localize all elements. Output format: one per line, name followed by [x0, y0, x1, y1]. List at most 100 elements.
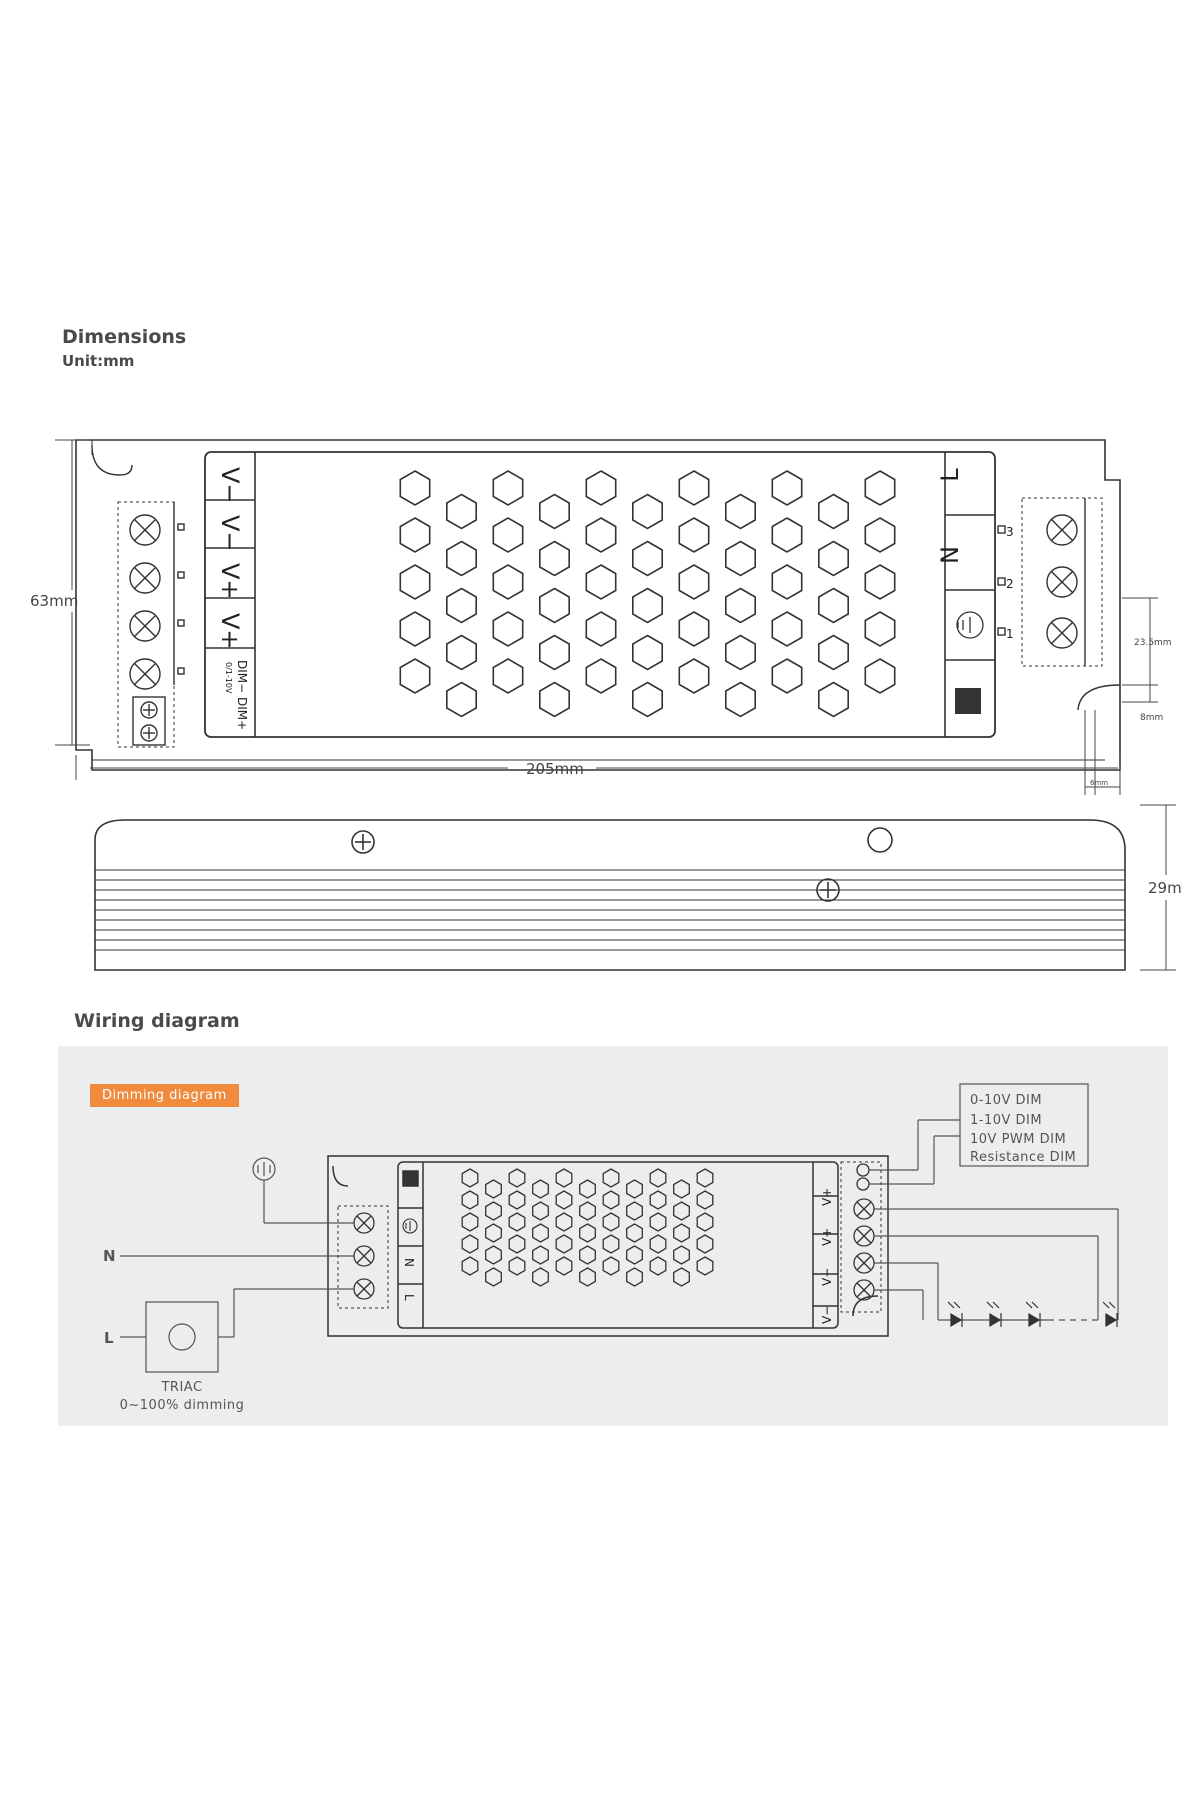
wiring-screw-dim-2 — [856, 1177, 870, 1191]
led-string — [947, 1301, 1118, 1328]
right-terminal-labels: L N — [936, 468, 984, 639]
dimension-8: 8mm — [1140, 713, 1163, 723]
vent-hex-4 — [399, 611, 431, 647]
wiring-vent-hex-43 — [649, 1212, 667, 1232]
terminal-label-dim: DIM− DIM+ — [235, 660, 249, 730]
wiring-vent-hex-31 — [602, 1168, 620, 1188]
wiring-vent-hex-22 — [555, 1190, 573, 1210]
vent-hex-55 — [864, 658, 896, 694]
wiring-vent-hex-52 — [696, 1190, 714, 1210]
vent-hex-21 — [585, 470, 617, 506]
wiring-vent-hex-17 — [532, 1201, 549, 1221]
wiring-terminal-v-plus-1: V+ — [820, 1188, 834, 1206]
wiring-vent-hex-45 — [649, 1256, 667, 1276]
vent-hex-33 — [678, 564, 710, 600]
vent-hex-51 — [864, 470, 896, 506]
wiring-vent-hex-49 — [673, 1245, 690, 1265]
wiring-vent-hex-20 — [532, 1267, 549, 1287]
wiring-vent-hex-41 — [649, 1168, 667, 1188]
wiring-vent-hex-7 — [485, 1201, 502, 1221]
wiring-vent-hex-5 — [461, 1256, 479, 1276]
wiring-vent-hex-46 — [673, 1179, 690, 1199]
vent-hex-36 — [724, 493, 757, 530]
vent-hex-49 — [817, 634, 850, 671]
wiring-vent-hex-32 — [602, 1190, 620, 1210]
dim-option-pwm: 10V PWM DIM — [970, 1132, 1066, 1147]
vent-hex-32 — [678, 517, 710, 553]
vent-hex-14 — [492, 611, 524, 647]
height-label: 63mm — [30, 592, 78, 610]
dimension-lines — [55, 439, 1158, 795]
wiring-vent-hex-27 — [579, 1201, 596, 1221]
vent-hex-7 — [445, 540, 478, 577]
wiring-terminal-l: L — [402, 1294, 416, 1301]
vent-hex-10 — [445, 681, 478, 718]
screw-terminal-1 — [129, 514, 161, 546]
wiring-vent-hexagons — [461, 1168, 714, 1287]
wiring-vent-hex-50 — [673, 1267, 690, 1287]
led-icon-4 — [1102, 1301, 1118, 1328]
vent-hex-15 — [492, 658, 524, 694]
wiring-vent-hex-42 — [649, 1190, 667, 1210]
wiring-drawing: 0-10V DIM 1-10V DIM 10V PWM DIM Resistan… — [103, 1083, 1119, 1413]
terminal-label-n: N — [936, 546, 964, 564]
vent-hex-8 — [445, 587, 478, 624]
wiring-vent-hex-16 — [532, 1179, 549, 1199]
vent-hex-50 — [817, 681, 850, 718]
wiring-earth-icon — [402, 1218, 418, 1234]
wiring-screw-l — [353, 1278, 375, 1300]
wiring-screw-earth — [353, 1212, 375, 1234]
terminal-label-v-plus-2: V+ — [216, 613, 244, 650]
vent-hex-22 — [585, 517, 617, 553]
earth-icon — [956, 611, 984, 639]
dimension-23-5: 23.5mm — [1134, 638, 1172, 648]
earth-mark-icon — [955, 688, 981, 714]
live-label: L — [104, 1329, 114, 1347]
vent-hex-20 — [538, 681, 571, 718]
wiring-vent-hex-54 — [696, 1234, 714, 1254]
wiring-vent-hex-37 — [626, 1201, 643, 1221]
terminal-label-l: L — [936, 468, 964, 482]
wiring-vent-hex-47 — [673, 1201, 690, 1221]
vent-hex-23 — [585, 564, 617, 600]
vent-hex-42 — [771, 517, 803, 553]
left-terminal-block — [117, 501, 185, 748]
side-screw-2 — [816, 878, 840, 902]
wiring-vent-hex-13 — [508, 1212, 526, 1232]
wiring-vent-hex-11 — [508, 1168, 526, 1188]
wiring-screw-n — [353, 1245, 375, 1267]
vent-hex-40 — [724, 681, 757, 718]
vent-hex-39 — [724, 634, 757, 671]
dim-option-1-10v: 1-10V DIM — [970, 1113, 1042, 1128]
vent-hex-19 — [538, 634, 571, 671]
dim-range-label: 0/1-10V — [224, 662, 233, 694]
vent-hex-38 — [724, 587, 757, 624]
neutral-label: N — [103, 1247, 116, 1265]
side-screw-1 — [351, 830, 375, 854]
wiring-vent-hex-36 — [626, 1179, 643, 1199]
led-icon-1 — [947, 1301, 963, 1328]
vent-hex-35 — [678, 658, 710, 694]
wiring-vent-hex-39 — [626, 1245, 643, 1265]
vent-hex-3 — [399, 564, 431, 600]
wiring-vent-hex-23 — [555, 1212, 573, 1232]
screw-terminal-3 — [129, 610, 161, 642]
wiring-vent-hex-2 — [461, 1190, 479, 1210]
vent-hex-28 — [631, 587, 664, 624]
wiring-vent-hex-6 — [485, 1179, 502, 1199]
wiring-vent-hex-33 — [602, 1212, 620, 1232]
side-view — [94, 819, 1126, 971]
mains-screw-1 — [1046, 617, 1078, 649]
dimming-diagram-tag: Dimming diagram — [90, 1084, 239, 1107]
vent-hex-9 — [445, 634, 478, 671]
wiring-vent-hex-26 — [579, 1179, 596, 1199]
right-terminal-numbers: 3 2 1 — [1006, 525, 1014, 641]
wiring-vent-hex-38 — [626, 1223, 643, 1243]
wiring-title: Wiring diagram — [74, 1010, 240, 1032]
triac-box — [145, 1301, 219, 1373]
wiring-screw-out-1 — [853, 1198, 875, 1220]
vent-hex-24 — [585, 611, 617, 647]
dim-options-box: 0-10V DIM 1-10V DIM 10V PWM DIM Resistan… — [959, 1083, 1089, 1167]
wiring-vent-hex-15 — [508, 1256, 526, 1276]
vent-hex-34 — [678, 611, 710, 647]
